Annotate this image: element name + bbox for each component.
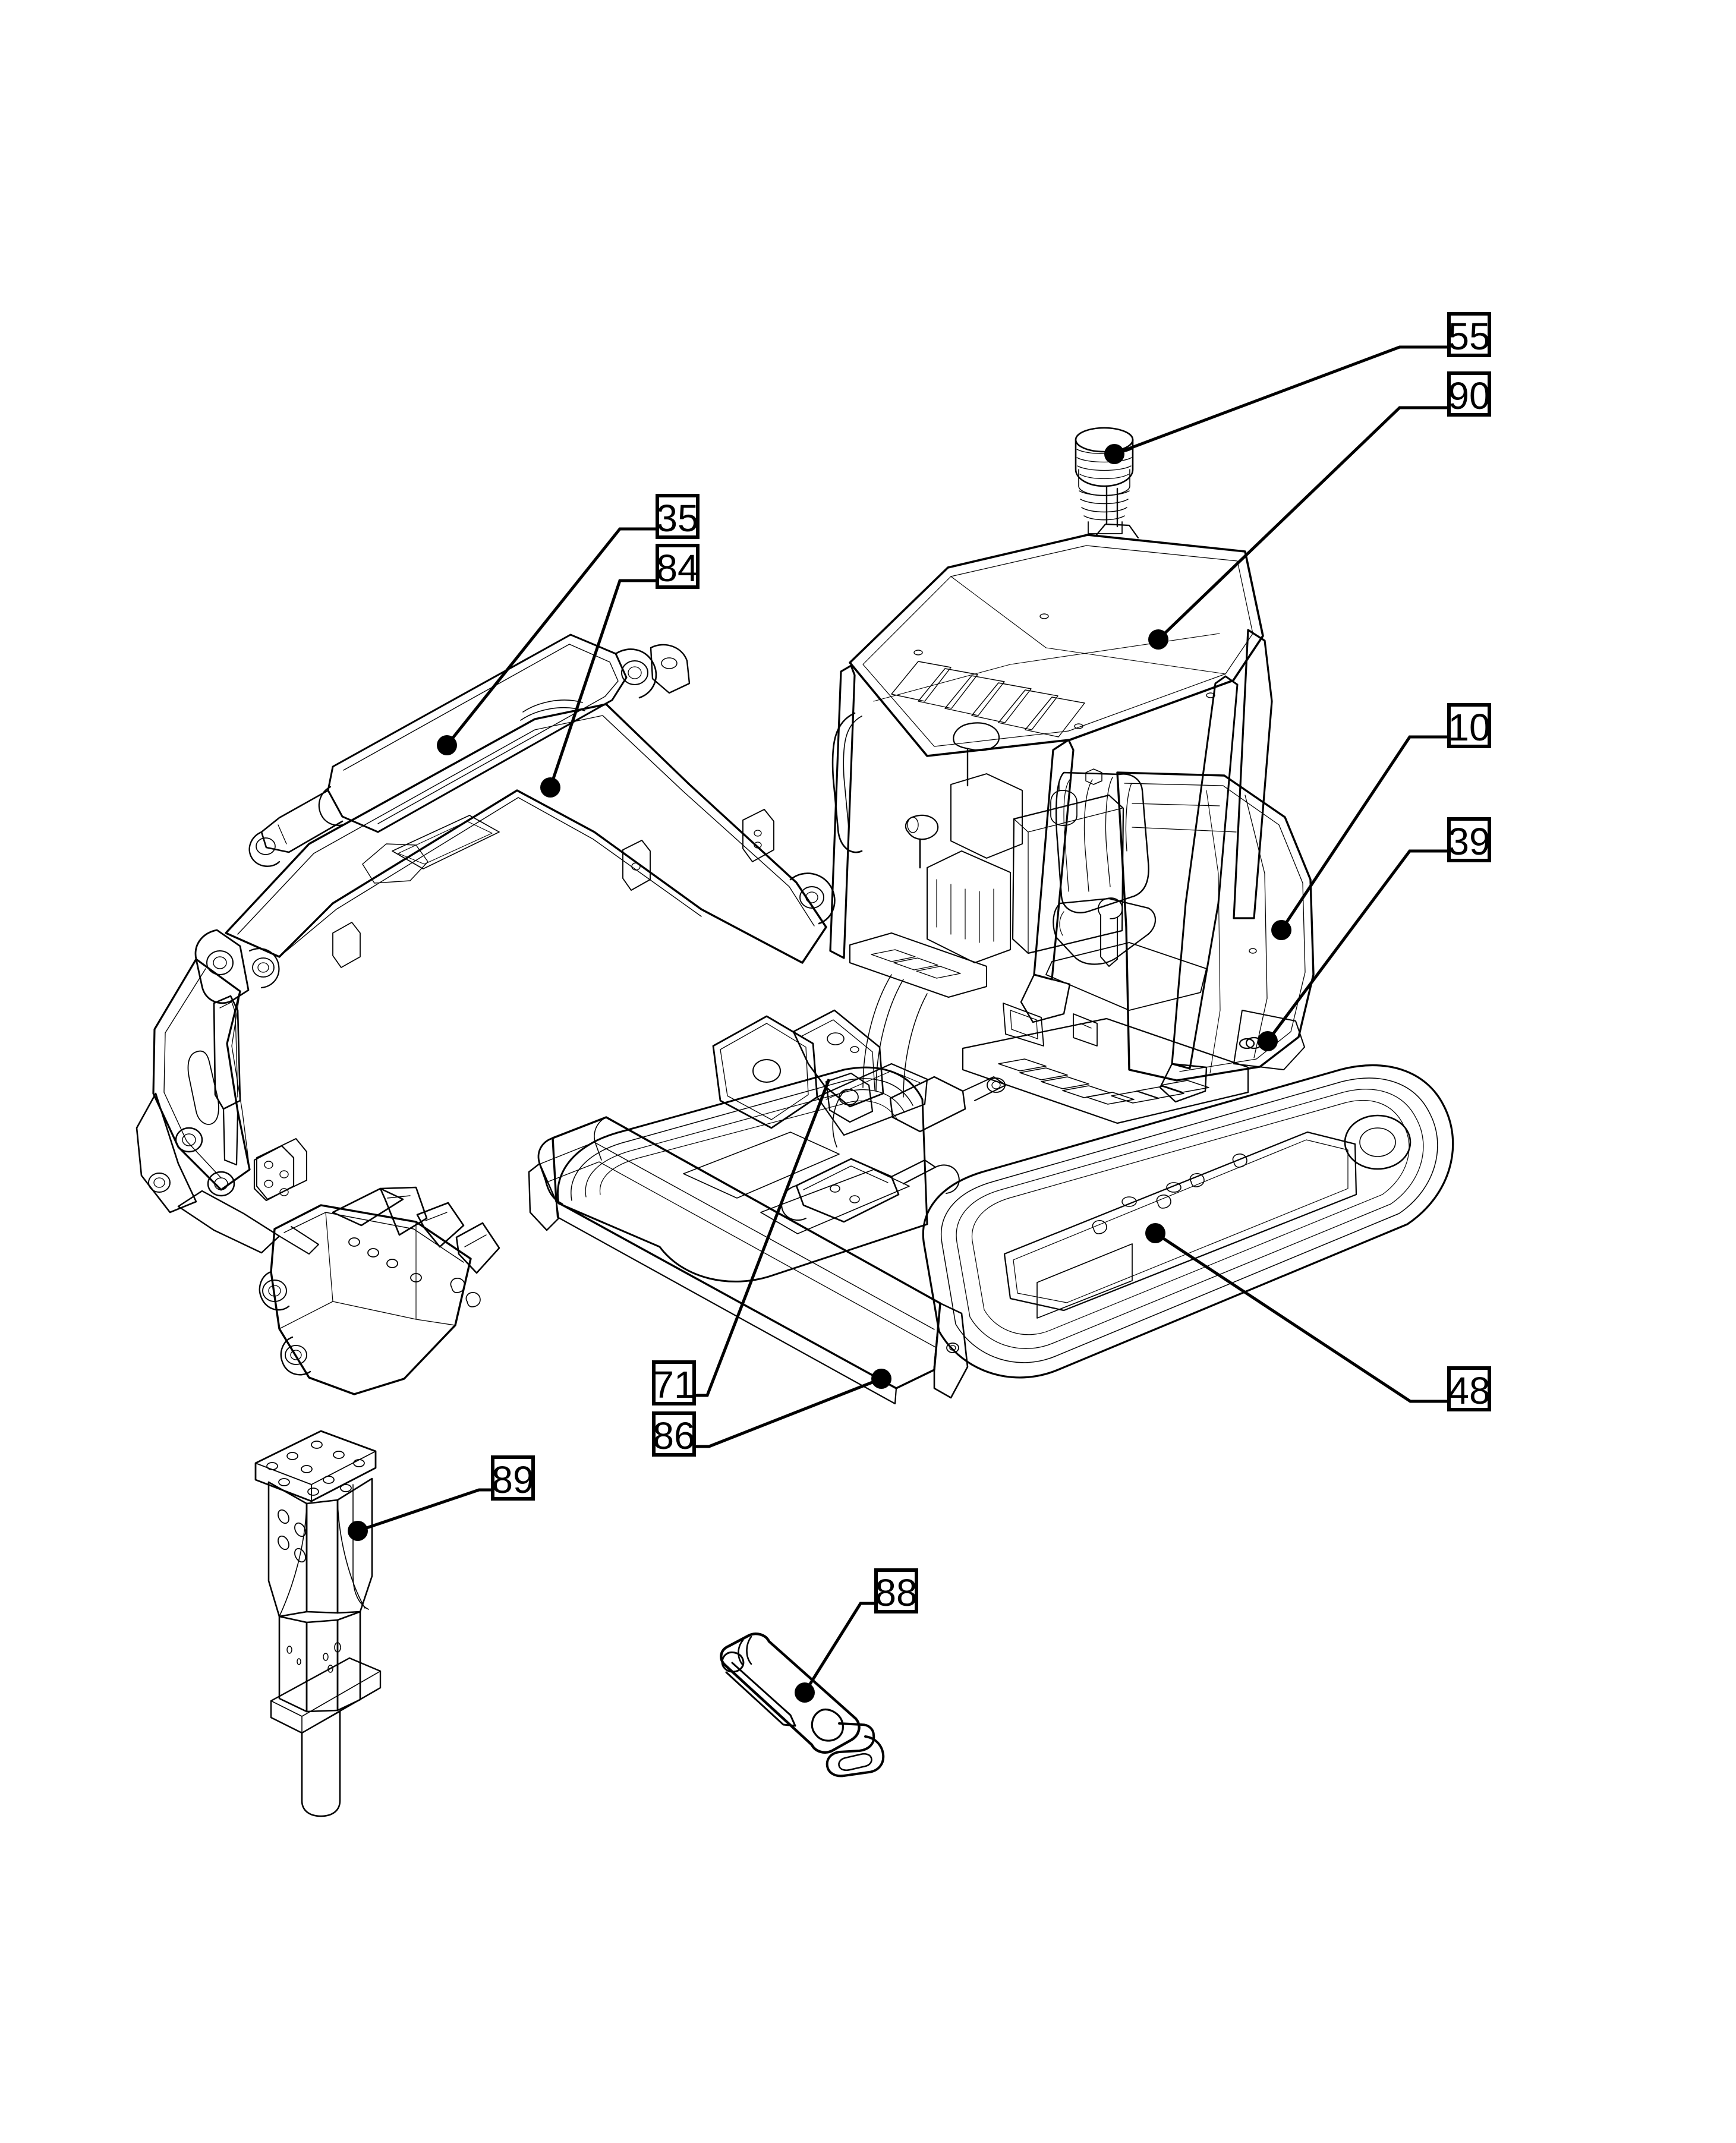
canopy-rops-assembly xyxy=(829,485,1273,1103)
callout-89[interactable]: 89 xyxy=(348,1455,535,1541)
callout-box-89[interactable] xyxy=(491,1455,535,1501)
callout-label-86: 86 xyxy=(653,1414,695,1457)
leader-dot-86 xyxy=(871,1369,891,1389)
callout-label-89: 89 xyxy=(492,1458,534,1501)
callout-box-90[interactable] xyxy=(1447,371,1491,417)
callout-box-55[interactable] xyxy=(1447,312,1491,357)
blade-lift-cylinder xyxy=(781,1009,960,1223)
callout-box-71[interactable] xyxy=(652,1360,696,1405)
callout-label-39: 39 xyxy=(1448,820,1490,863)
callout-label-71: 71 xyxy=(653,1363,695,1406)
callout-label-10: 10 xyxy=(1448,706,1490,749)
callout-layer: 55 90 35 84 xyxy=(348,312,1491,1703)
leader-dot-48 xyxy=(1145,1223,1165,1243)
rotating-beacon-light xyxy=(1075,427,1134,534)
boom-weldment xyxy=(194,703,836,1004)
callout-39[interactable]: 39 xyxy=(1258,817,1491,1051)
callout-box-35[interactable] xyxy=(656,494,700,539)
leader-line-86 xyxy=(694,1377,882,1448)
counterweight-rear-panel xyxy=(1233,1010,1305,1070)
leader-line-35 xyxy=(446,527,657,746)
leader-dot-39 xyxy=(1258,1031,1278,1051)
callout-label-84: 84 xyxy=(656,547,698,590)
callout-label-55: 55 xyxy=(1448,315,1490,358)
callout-box-88[interactable] xyxy=(874,1568,918,1613)
callout-48[interactable]: 48 xyxy=(1145,1223,1491,1412)
upper-structure-engine-cover xyxy=(1012,768,1315,1082)
callout-box-39[interactable] xyxy=(1447,817,1491,862)
leader-dot-88 xyxy=(795,1682,815,1703)
locking-pin-with-retainer-clip xyxy=(720,1633,885,1778)
callout-box-10[interactable] xyxy=(1447,703,1491,748)
hydraulic-breaker-hammer xyxy=(254,1430,382,1817)
callout-label-48: 48 xyxy=(1448,1369,1490,1412)
callout-box-86[interactable] xyxy=(652,1411,696,1457)
callout-55[interactable]: 55 xyxy=(1104,312,1491,464)
callout-label-35: 35 xyxy=(656,497,698,540)
excavator-bucket xyxy=(259,1186,500,1395)
callout-88[interactable]: 88 xyxy=(795,1568,918,1703)
leader-dot-89 xyxy=(348,1521,368,1541)
callout-84[interactable]: 84 xyxy=(540,544,700,798)
callout-86[interactable]: 86 xyxy=(652,1369,891,1457)
leader-dot-55 xyxy=(1104,444,1124,464)
leader-line-48 xyxy=(1154,1231,1449,1403)
callout-box-48[interactable] xyxy=(1447,1366,1491,1411)
callout-box-84[interactable] xyxy=(656,544,700,589)
leader-line-39 xyxy=(1266,849,1449,1042)
arm-mounting-pad xyxy=(256,1138,307,1200)
leader-line-90 xyxy=(1157,406,1449,641)
dozer-blade xyxy=(528,1116,969,1405)
callout-35[interactable]: 35 xyxy=(437,494,700,755)
leader-dot-35 xyxy=(437,735,457,755)
operator-station xyxy=(832,722,1249,1148)
leader-line-10 xyxy=(1280,735,1449,931)
leader-dot-84 xyxy=(540,777,560,798)
leader-line-71 xyxy=(694,1079,831,1397)
leader-dot-90 xyxy=(1148,629,1168,650)
leader-line-84 xyxy=(549,579,657,788)
leader-line-55 xyxy=(1114,345,1449,456)
leader-line-89 xyxy=(357,1488,493,1533)
crawler-track-assembly xyxy=(557,1064,1454,1379)
callout-label-90: 90 xyxy=(1448,374,1490,417)
callout-71[interactable]: 71 xyxy=(652,1079,831,1406)
callout-90[interactable]: 90 xyxy=(1148,371,1491,650)
callout-label-88: 88 xyxy=(875,1571,917,1614)
swing-frame-boom-foot xyxy=(712,1015,1006,1136)
leader-line-88 xyxy=(803,1602,876,1694)
leader-dot-10 xyxy=(1271,920,1291,940)
callout-10[interactable]: 10 xyxy=(1271,703,1491,940)
